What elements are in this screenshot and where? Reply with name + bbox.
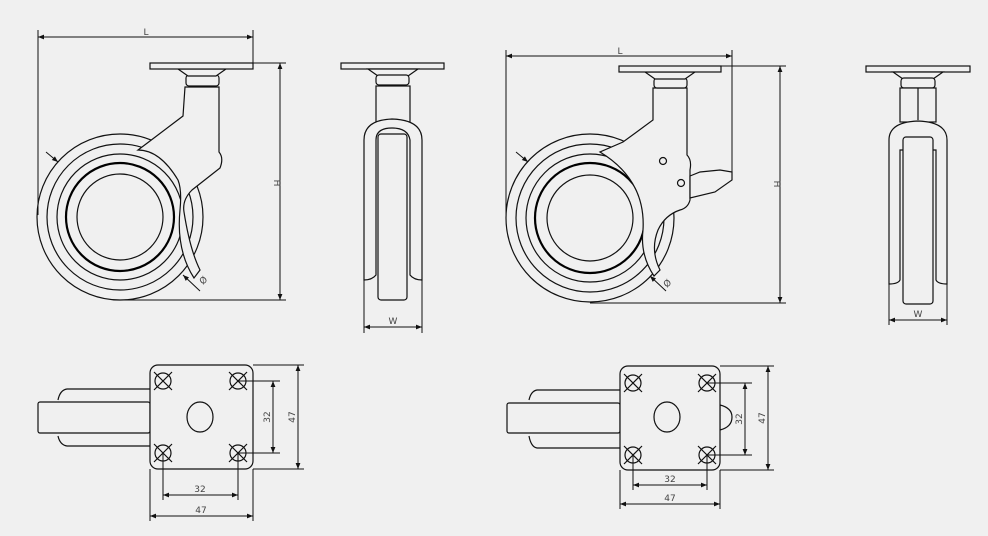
diameter-arrow bbox=[45, 151, 59, 163]
bolt-hole bbox=[623, 373, 643, 393]
bolt-hole bbox=[153, 371, 173, 391]
swivel-collar bbox=[185, 74, 220, 87]
wheel-hub-ring bbox=[64, 161, 176, 273]
width-label: W bbox=[389, 317, 398, 327]
plate-size-horizontal-label: 47 bbox=[664, 494, 675, 504]
swivel-fork bbox=[136, 86, 223, 280]
swivel-caster-top-view: 32 47 32 47 bbox=[37, 364, 304, 521]
wheel bbox=[377, 133, 408, 301]
top-plate bbox=[865, 65, 971, 73]
swivel-bearing bbox=[176, 68, 228, 77]
fork-outline bbox=[528, 389, 620, 449]
hole-spacing-vertical-label: 32 bbox=[263, 411, 273, 422]
diameter-arrow bbox=[182, 274, 201, 292]
wheel-outline bbox=[506, 402, 621, 434]
fork-stem bbox=[375, 85, 411, 123]
top-plate bbox=[618, 65, 722, 73]
brake-lever bbox=[689, 169, 733, 199]
mounting-plate bbox=[619, 365, 721, 471]
plate-size-vertical-label: 47 bbox=[288, 411, 298, 422]
length-label: L bbox=[143, 28, 148, 38]
fork-outline bbox=[57, 388, 150, 447]
diameter-label: Ø bbox=[197, 274, 210, 287]
wheel-tread-inner bbox=[46, 143, 194, 291]
plate-size-horizontal-label: 47 bbox=[195, 506, 206, 516]
wheel bbox=[902, 136, 934, 305]
wheel-hub bbox=[76, 173, 164, 261]
hole-spacing-horizontal-label: 32 bbox=[664, 475, 675, 485]
center-hole bbox=[653, 401, 681, 433]
diameter-arrow bbox=[515, 151, 529, 163]
swivel-caster-front-view: W bbox=[340, 62, 445, 333]
fork-legs bbox=[363, 118, 423, 281]
top-plate bbox=[340, 62, 445, 70]
braked-caster-front-view: W bbox=[865, 65, 971, 325]
wheel-hub bbox=[546, 174, 634, 262]
brake-pivot-rivet bbox=[676, 178, 686, 188]
brake-pivot-rivet bbox=[658, 156, 668, 166]
plate-size-vertical-label: 47 bbox=[758, 412, 768, 423]
hole-spacing-horizontal-label: 32 bbox=[194, 485, 205, 495]
width-label: W bbox=[914, 310, 923, 320]
wheel-hub-ring bbox=[533, 161, 647, 275]
swivel-caster-side-view: L Ø H bbox=[36, 28, 286, 301]
brake-pedal-outline bbox=[719, 404, 733, 431]
top-plate bbox=[149, 62, 254, 70]
swivel-collar bbox=[900, 77, 936, 89]
center-hole bbox=[186, 401, 214, 433]
swivel-fork bbox=[598, 87, 692, 277]
swivel-bearing bbox=[643, 71, 697, 80]
hole-spacing-vertical-label: 32 bbox=[735, 413, 745, 424]
swivel-collar bbox=[375, 74, 410, 86]
braked-caster-top-view: 32 47 32 47 bbox=[506, 365, 774, 509]
wheel-rim bbox=[56, 153, 184, 281]
wheel-outline bbox=[37, 401, 151, 434]
diameter-arrow bbox=[649, 275, 667, 292]
height-label: H bbox=[771, 181, 781, 188]
mounting-plate bbox=[149, 364, 254, 470]
braked-caster-side-view: L Ø H bbox=[505, 47, 786, 304]
length-label: L bbox=[617, 47, 622, 57]
height-label: H bbox=[271, 180, 281, 187]
wheel-tread-outer bbox=[505, 133, 675, 303]
